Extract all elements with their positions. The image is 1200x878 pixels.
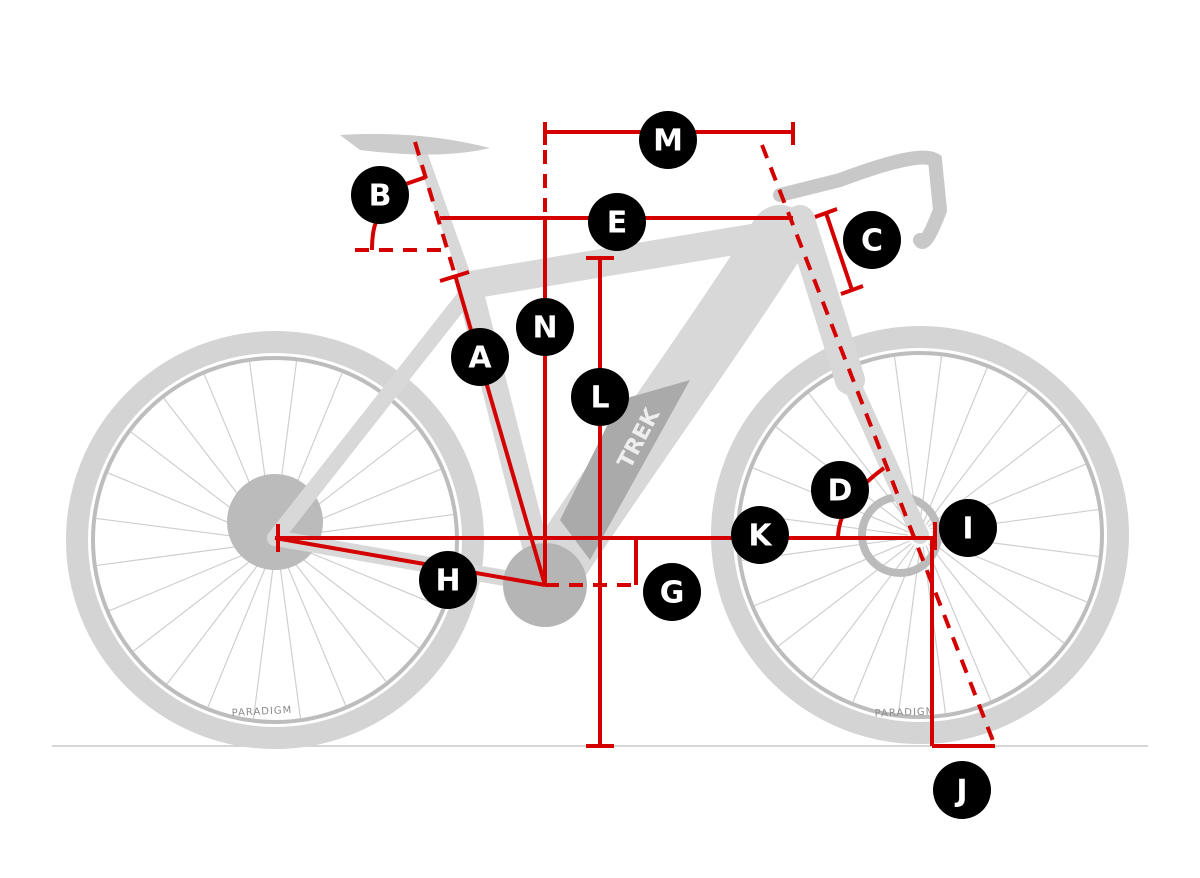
label-a: A: [451, 328, 509, 386]
spoke: [286, 542, 443, 608]
spoke: [930, 540, 1065, 644]
rear-tire-text: PARADIGM: [231, 705, 292, 719]
spoke: [897, 546, 921, 714]
measurement-lines: [274, 122, 997, 748]
svg-text:J: J: [954, 774, 967, 809]
spoke: [754, 540, 910, 607]
label-m: M: [639, 111, 697, 169]
spoke: [283, 548, 387, 682]
spoke: [277, 551, 302, 719]
label-e: E: [588, 193, 646, 251]
label-g: G: [643, 563, 701, 621]
svg-text:L: L: [590, 381, 609, 416]
spoke: [925, 390, 1029, 525]
svg-text:G: G: [660, 576, 685, 611]
svg-text:D: D: [828, 474, 853, 509]
handlebar: [773, 150, 948, 249]
label-h: H: [419, 551, 477, 609]
label-i: I: [939, 499, 997, 557]
spoke: [808, 393, 912, 527]
spoke: [778, 543, 912, 647]
svg-text:I: I: [962, 512, 973, 547]
spoke: [280, 550, 347, 706]
svg-text:E: E: [607, 206, 628, 241]
svg-text:M: M: [653, 124, 683, 159]
label-c: C: [843, 211, 901, 269]
spoke: [207, 551, 273, 708]
spoke: [811, 545, 915, 680]
svg-text:A: A: [468, 341, 492, 376]
spoke: [925, 545, 992, 701]
spoke: [919, 356, 943, 524]
label-d: D: [811, 461, 869, 519]
label-b: B: [351, 166, 409, 224]
label-k: K: [731, 506, 789, 564]
spoke: [922, 367, 988, 524]
spoke: [285, 545, 420, 649]
spoke: [252, 551, 276, 719]
svg-text:H: H: [435, 564, 460, 599]
spoke: [166, 550, 270, 685]
spoke: [133, 548, 267, 652]
rear-wheel: PARADIGM: [66, 331, 484, 749]
label-j: J: [933, 761, 991, 819]
frame: TREK: [267, 133, 948, 627]
svg-text:K: K: [748, 519, 773, 554]
front-tire-text: PARADIGM: [874, 706, 935, 719]
label-l: L: [571, 368, 629, 426]
svg-text:N: N: [532, 311, 557, 346]
svg-text:B: B: [369, 179, 392, 214]
spoke: [928, 543, 1032, 677]
spoke: [109, 545, 265, 612]
svg-text:C: C: [861, 224, 883, 259]
measurement-labels: M E B C N A L D K I H G J: [351, 111, 997, 819]
label-n: N: [516, 298, 574, 356]
